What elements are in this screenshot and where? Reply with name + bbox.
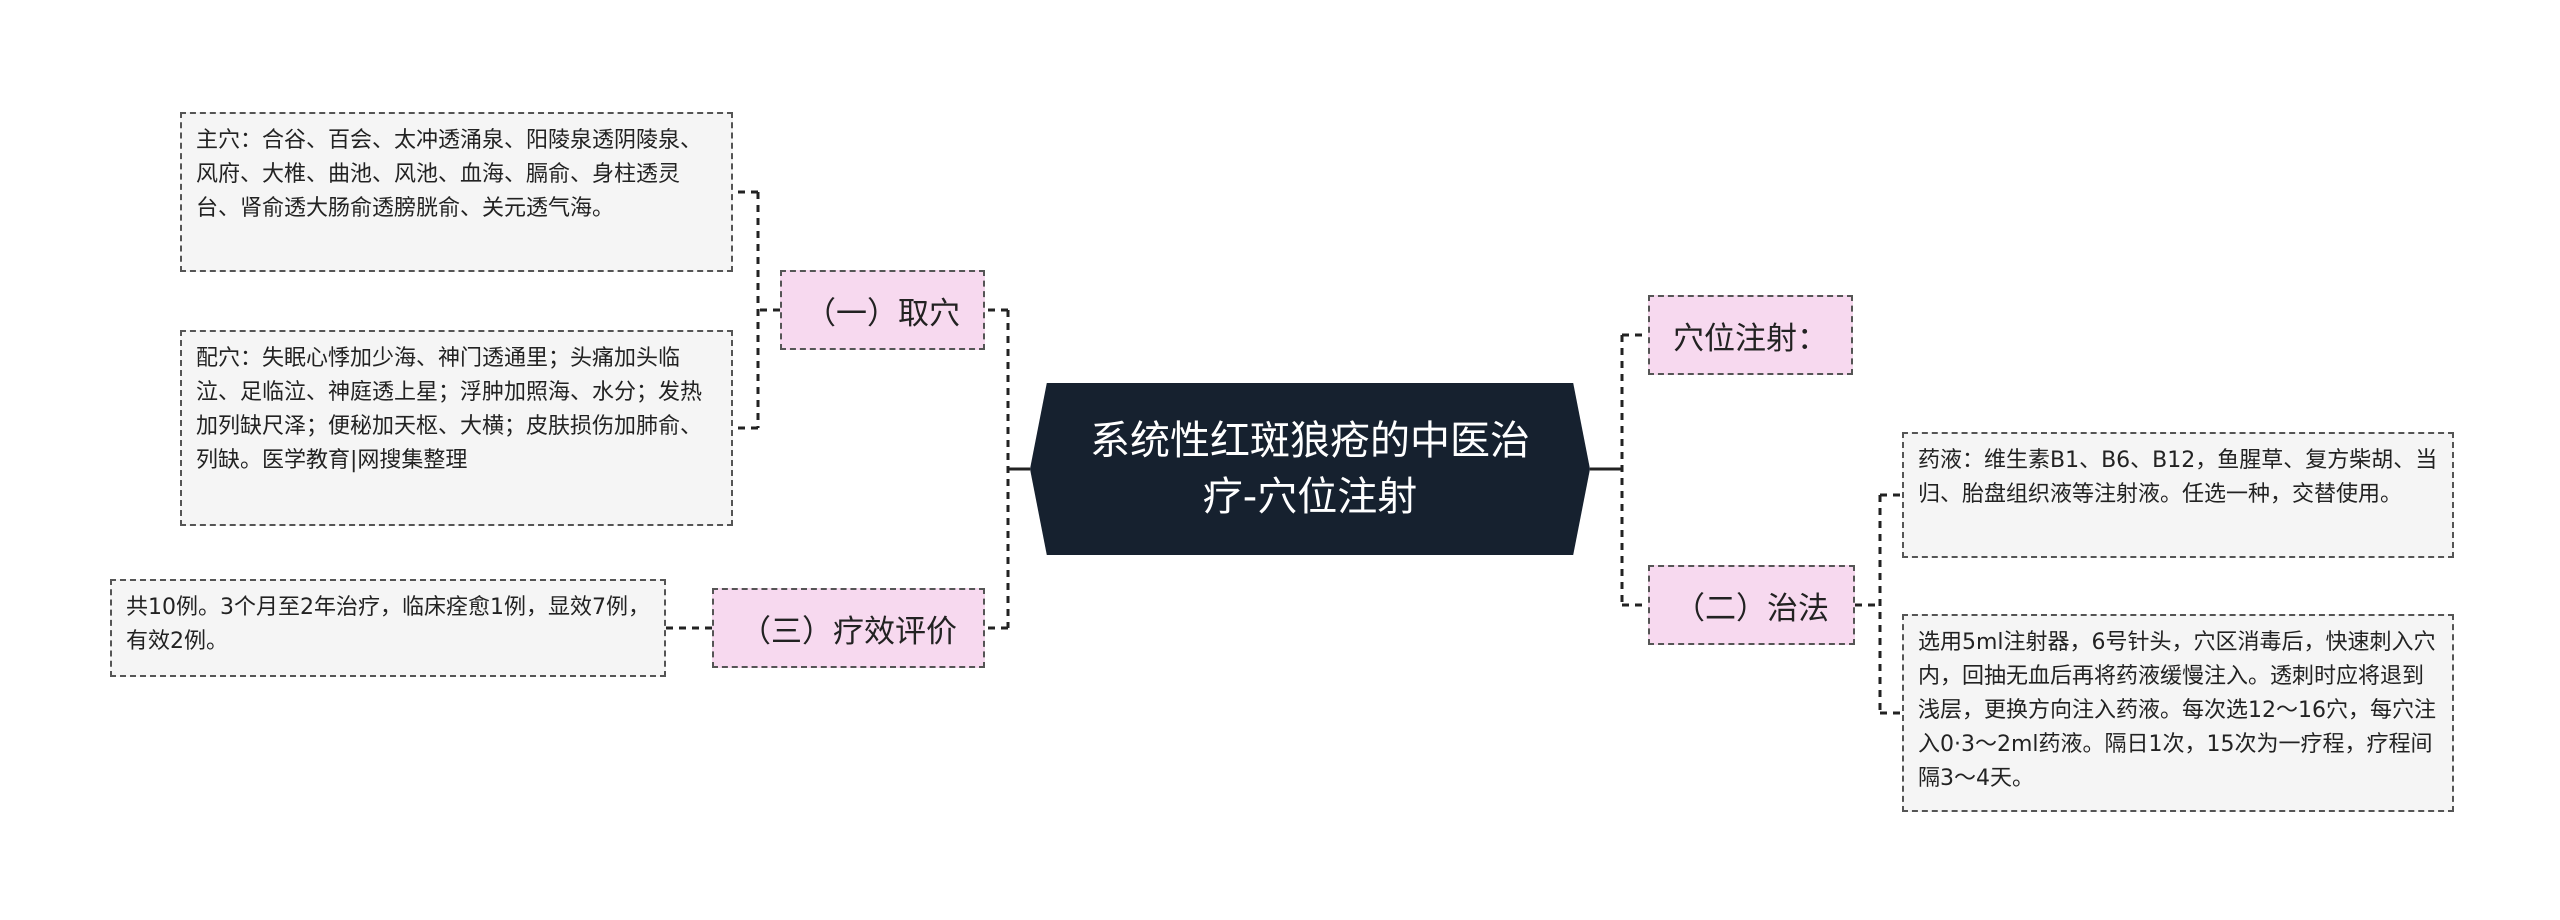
- leaf-main-points[interactable]: 主穴：合谷、百会、太冲透涌泉、阳陵泉透阴陵泉、风府、大椎、曲池、风池、血海、膈俞…: [180, 112, 733, 272]
- central-title-line2: 疗-穴位注射: [1202, 474, 1418, 520]
- branch-treatment-method[interactable]: （二）治法: [1648, 565, 1855, 645]
- leaf-efficacy[interactable]: 共10例。3个月至2年治疗，临床痊愈1例，显效7例，有效2例。: [110, 579, 666, 677]
- branch-acupoint-selection[interactable]: （一）取穴: [780, 270, 985, 350]
- leaf-injection-method[interactable]: 选用5ml注射器，6号针头，穴区消毒后，快速刺入穴内，回抽无血后再将药液缓慢注入…: [1902, 614, 2454, 812]
- branch-acupoint-injection-label: 穴位注射：: [1673, 320, 1828, 357]
- branch-acupoint-selection-label: （一）取穴: [805, 295, 960, 332]
- leaf-drug-solution[interactable]: 药液：维生素B1、B6、B12，鱼腥草、复方柴胡、当归、胎盘组织液等注射液。任选…: [1902, 432, 2454, 558]
- branch-treatment-method-label: （二）治法: [1674, 590, 1829, 627]
- central-topic[interactable]: 系统性红斑狼疮的中医治 疗-穴位注射: [1030, 383, 1590, 555]
- leaf-drug-solution-text: 药液：维生素B1、B6、B12，鱼腥草、复方柴胡、当归、胎盘组织液等注射液。任选…: [1918, 448, 2438, 507]
- branch-acupoint-injection[interactable]: 穴位注射：: [1648, 295, 1853, 375]
- leaf-efficacy-text: 共10例。3个月至2年治疗，临床痊愈1例，显效7例，有效2例。: [126, 595, 650, 654]
- central-title-line1: 系统性红斑狼疮的中医治: [1090, 418, 1530, 464]
- branch-efficacy-evaluation[interactable]: （三）疗效评价: [712, 588, 985, 668]
- leaf-main-points-text: 主穴：合谷、百会、太冲透涌泉、阳陵泉透阴陵泉、风府、大椎、曲池、风池、血海、膈俞…: [196, 128, 703, 221]
- leaf-auxiliary-points-text: 配穴：失眠心悸加少海、神门透通里；头痛加头临泣、足临泣、神庭透上星；浮肿加照海、…: [196, 346, 703, 473]
- branch-efficacy-evaluation-label: （三）疗效评价: [740, 613, 957, 650]
- leaf-auxiliary-points[interactable]: 配穴：失眠心悸加少海、神门透通里；头痛加头临泣、足临泣、神庭透上星；浮肿加照海、…: [180, 330, 733, 526]
- leaf-injection-method-text: 选用5ml注射器，6号针头，穴区消毒后，快速刺入穴内，回抽无血后再将药液缓慢注入…: [1918, 630, 2436, 791]
